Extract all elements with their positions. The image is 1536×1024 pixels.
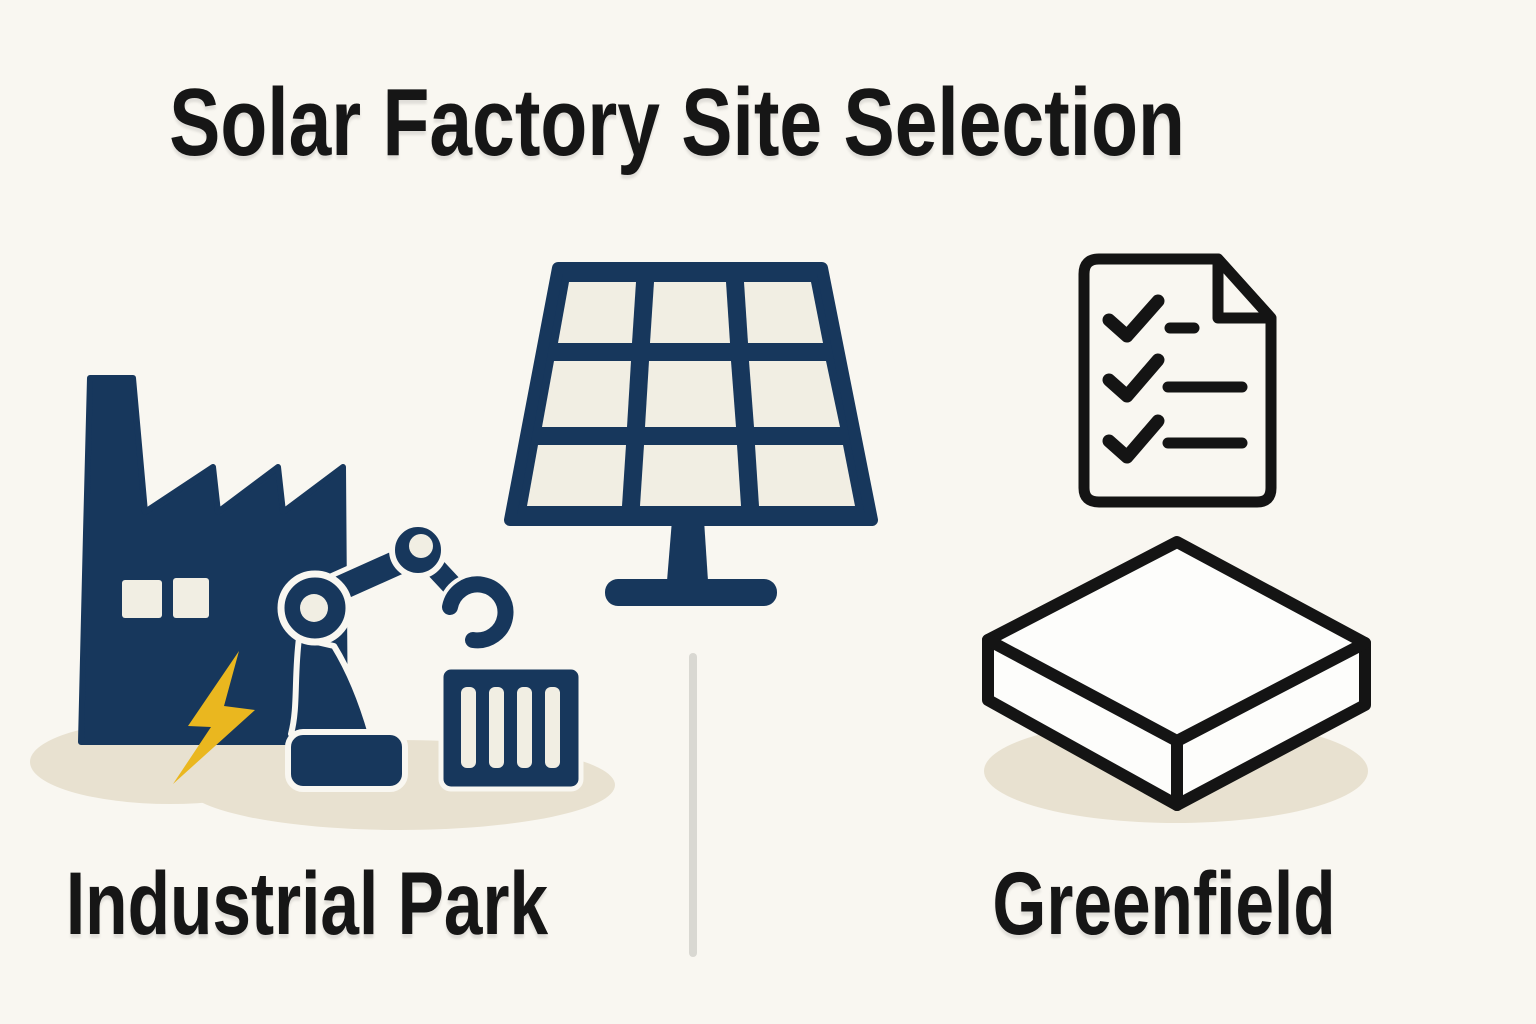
industrial-park-illustration	[30, 375, 615, 830]
checklist-document-icon	[1078, 253, 1277, 508]
panel-stand-pole	[667, 520, 708, 581]
land-plot-icon	[982, 536, 1371, 823]
solar-panel-icon	[504, 262, 878, 606]
cargo-container-icon	[438, 664, 584, 792]
factory-window	[173, 578, 209, 618]
factory-window	[122, 580, 162, 618]
page-title: Solar Factory Site Selection	[169, 69, 1185, 176]
industrial-park-label: Industrial Park	[65, 853, 549, 953]
greenfield-label: Greenfield	[992, 853, 1336, 953]
panel-stand-base	[605, 579, 777, 606]
divider-line	[689, 653, 697, 957]
folded-corner	[1212, 253, 1277, 324]
lightning-bolt-icon	[173, 651, 255, 784]
robot-arm-icon	[277, 521, 518, 792]
factory-icon	[78, 375, 348, 745]
